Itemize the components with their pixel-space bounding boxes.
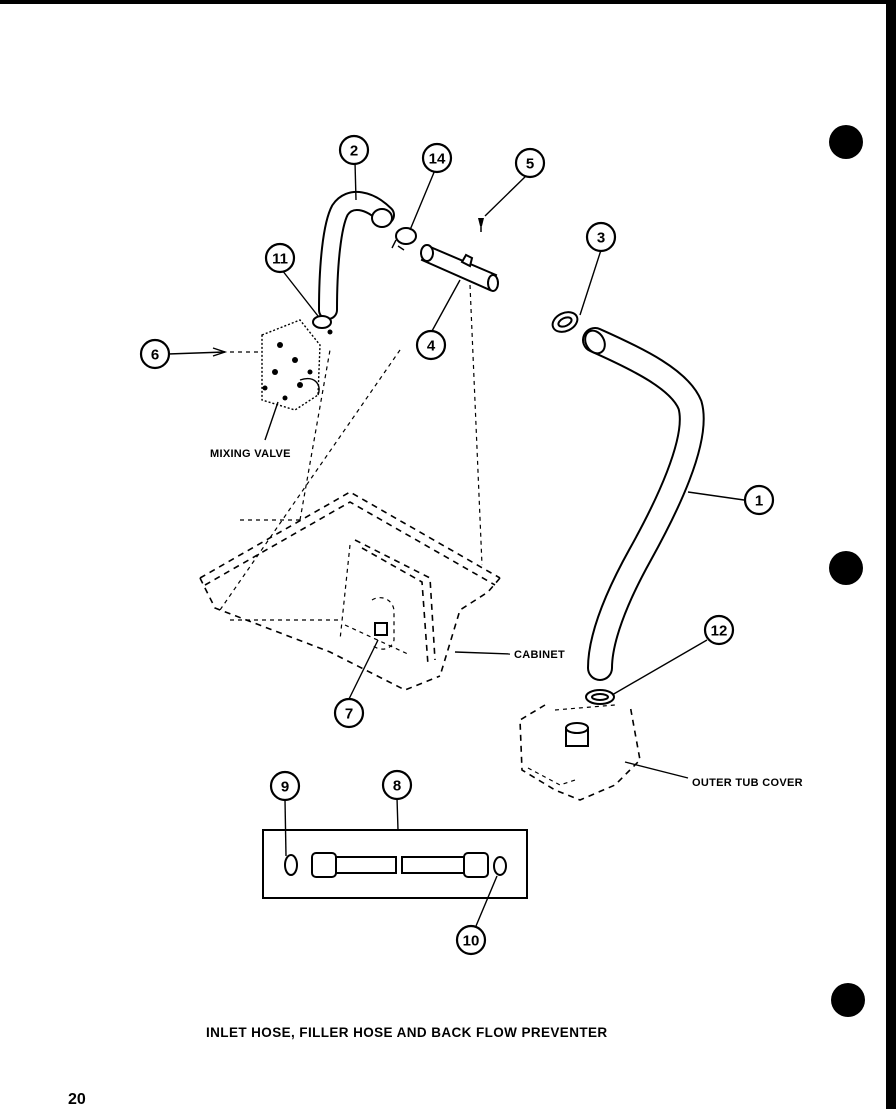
hose-2	[318, 191, 395, 320]
cabinet-mount-square	[374, 622, 388, 636]
mixing-valve	[230, 319, 321, 411]
callout-3: 3	[585, 221, 617, 253]
outer-tub-cover	[519, 704, 641, 801]
coupling-right	[463, 852, 489, 878]
svg-text:11: 11	[272, 251, 288, 268]
svg-text:10: 10	[463, 933, 480, 950]
tub-cover-inlet	[565, 722, 589, 747]
screw-5	[478, 218, 484, 232]
cabinet-outline	[199, 284, 501, 691]
svg-text:12: 12	[711, 623, 728, 640]
callout-12: 12	[703, 614, 735, 646]
callout-8: 8	[381, 769, 413, 801]
svg-text:9: 9	[281, 779, 289, 796]
binder-hole-middle	[829, 551, 863, 585]
svg-text:8: 8	[393, 778, 401, 795]
svg-text:5: 5	[526, 156, 534, 173]
inlet-hose-kit	[262, 829, 528, 899]
callout-1: 1	[743, 484, 775, 516]
callout-10: 10	[455, 924, 487, 956]
svg-text:4: 4	[427, 338, 436, 355]
coupling-left	[311, 852, 337, 878]
clamp-3	[551, 311, 579, 333]
diagram-title: INLET HOSE, FILLER HOSE AND BACK FLOW PR…	[206, 1025, 608, 1040]
svg-text:14: 14	[429, 151, 446, 168]
svg-text:6: 6	[151, 347, 159, 364]
callout-2: 2	[338, 134, 370, 166]
page-number: 20	[68, 1091, 86, 1108]
callout-5: 5	[514, 147, 546, 179]
callout-7: 7	[333, 697, 365, 729]
label-mixing-valve: MIXING VALVE	[210, 448, 291, 460]
callout-6: 6	[139, 338, 171, 370]
clamp-12	[585, 689, 615, 705]
screen-10	[493, 856, 507, 876]
back-flow-preventer-4	[420, 244, 499, 292]
callout-14: 14	[421, 142, 453, 174]
binder-hole-bottom	[831, 983, 865, 1017]
filler-hose-1	[582, 327, 705, 681]
svg-text:1: 1	[755, 493, 763, 510]
svg-text:2: 2	[350, 143, 358, 160]
svg-text:7: 7	[345, 706, 353, 723]
label-cabinet: CABINET	[514, 649, 565, 661]
svg-text:3: 3	[597, 230, 605, 247]
callout-11: 11	[264, 242, 296, 274]
label-outer-tub-cover: OUTER TUB COVER	[692, 777, 803, 789]
clamp-11	[312, 315, 332, 329]
clamp-14	[391, 227, 417, 251]
callout-9: 9	[269, 770, 301, 802]
callout-4: 4	[415, 329, 447, 361]
binder-hole-top	[829, 125, 863, 159]
washer-9	[284, 854, 298, 876]
